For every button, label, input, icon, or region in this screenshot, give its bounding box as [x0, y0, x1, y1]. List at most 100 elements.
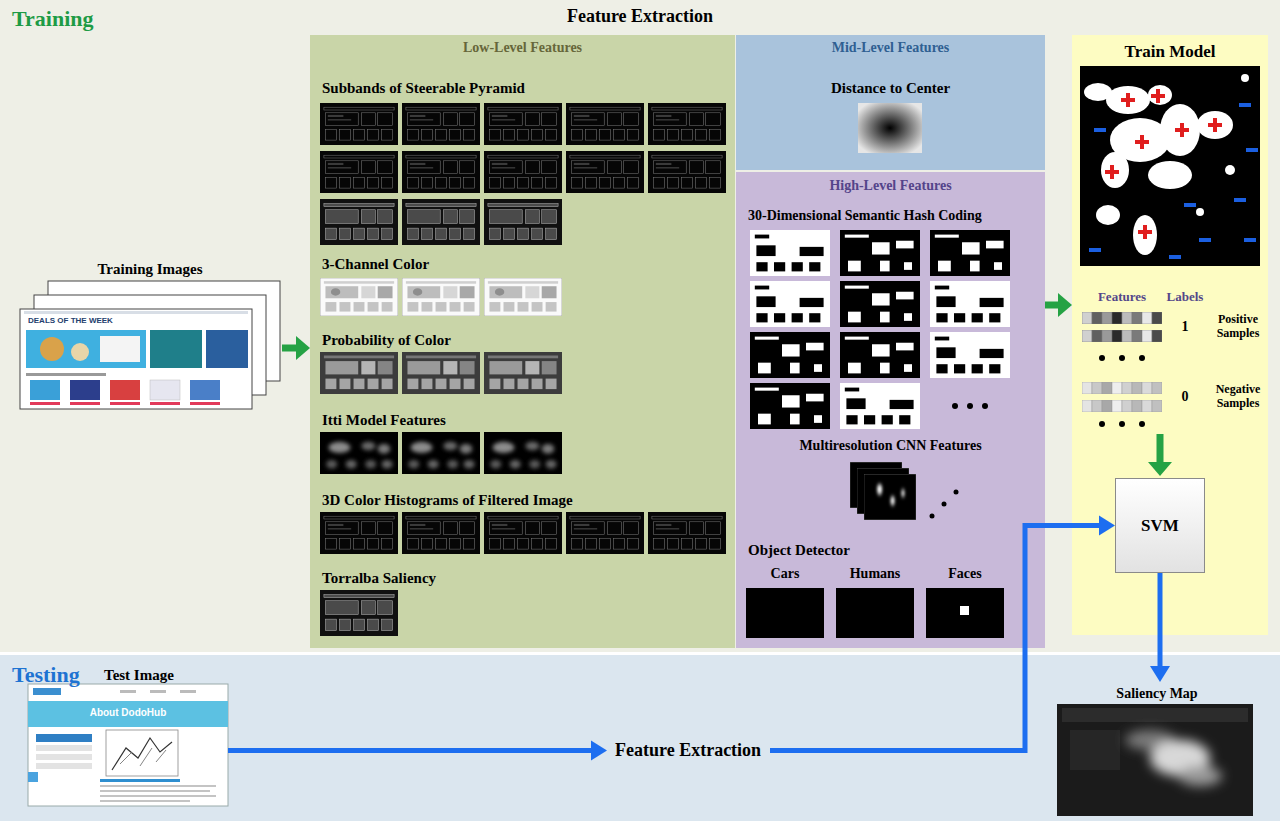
hash-thumbnail — [750, 230, 1010, 429]
fixation-map — [1089, 105, 1258, 257]
test-image — [36, 745, 92, 769]
node-text: Humans — [836, 566, 914, 582]
feature-thumbnail — [484, 199, 562, 245]
hash-thumbnail — [840, 332, 920, 378]
connector-group — [228, 305, 1160, 751]
feature-thumbnail — [566, 103, 644, 145]
feature-thumbnail — [402, 199, 480, 245]
feature-thumbnail — [320, 352, 398, 394]
training-image-stack — [190, 380, 220, 400]
training-image-stack — [30, 402, 220, 405]
fixation-map — [1105, 89, 1222, 239]
feature-thumbnail — [648, 512, 726, 554]
detector-output — [746, 588, 1004, 638]
training-image-stack — [150, 330, 202, 368]
fixation-map — [1080, 66, 1260, 266]
screenshot-text: DEALS OF THE WEEK — [28, 316, 113, 325]
feature-thumbnail — [320, 151, 398, 193]
feature-vector — [1119, 421, 1125, 427]
feature-thumbnail — [320, 590, 398, 636]
node-text: Features — [1078, 290, 1166, 305]
test-image — [100, 795, 216, 797]
detector-output — [926, 588, 1004, 638]
test-image — [36, 734, 92, 742]
saliency-map — [1057, 704, 1253, 816]
training-image-stack — [70, 380, 100, 400]
node-text: Probability of Color — [322, 332, 451, 349]
node-text: 3-Channel Color — [322, 256, 429, 273]
hash-thumbnail — [750, 332, 830, 378]
training-image-stack — [20, 281, 280, 409]
node-text: Faces — [926, 566, 1004, 582]
test-image — [100, 779, 180, 782]
feature-thumbnail — [320, 432, 398, 474]
feature-thumbnail — [320, 278, 398, 316]
node-text: Itti Model Features — [322, 412, 446, 429]
connector-arrow — [282, 345, 296, 352]
node-text: Distance to Center — [736, 80, 1045, 97]
feature-vector — [1099, 355, 1145, 427]
feature-vector — [1082, 330, 1162, 342]
node-heading: Mid-Level Features — [736, 40, 1045, 56]
detector-output — [960, 606, 969, 615]
feature-thumbnail — [402, 352, 480, 394]
feature-thumbnail — [566, 151, 644, 193]
hash-thumbnail — [840, 383, 920, 429]
training-image-stack — [110, 380, 140, 400]
cnn-feature-stack — [850, 462, 959, 520]
test-image — [28, 701, 228, 727]
flow-arrow — [1148, 434, 1172, 476]
hash-thumbnail — [982, 403, 988, 409]
training-image-stack — [206, 330, 248, 368]
saliency-map — [1057, 704, 1253, 816]
test-image — [36, 754, 92, 760]
training-image-stack — [110, 402, 140, 405]
node-text: Positive Samples — [1210, 313, 1266, 341]
training-image-stack — [24, 311, 248, 314]
training-image-stack — [26, 330, 146, 368]
node-heading: Training Images — [18, 261, 282, 278]
feature-vector — [1099, 421, 1105, 427]
feature-thumbnail — [484, 278, 562, 316]
node-text: Cars — [746, 566, 824, 582]
feature-thumbnail — [320, 199, 398, 245]
cnn-feature-stack — [864, 474, 916, 520]
process-box: SVM — [1115, 478, 1205, 573]
feature-thumbnail — [484, 151, 562, 193]
cnn-feature-stack — [954, 490, 959, 495]
feature-thumbnail — [320, 103, 726, 636]
feature-thumbnail — [402, 151, 480, 193]
node-text: Object Detector — [748, 542, 850, 559]
hash-thumbnail — [952, 403, 958, 409]
node-heading: Train Model — [1072, 42, 1268, 62]
test-image — [100, 790, 210, 792]
feature-thumbnail — [402, 278, 480, 316]
training-image-stack — [70, 402, 100, 405]
hash-thumbnail — [750, 383, 830, 429]
feature-vector — [1139, 355, 1145, 361]
test-image — [100, 800, 190, 802]
feature-thumbnail — [484, 432, 562, 474]
feature-vector — [1082, 400, 1162, 412]
training-image-stack — [71, 343, 89, 361]
feature-thumbnail — [566, 512, 644, 554]
fixation-map — [1080, 66, 1260, 266]
feature-thumbnail — [648, 103, 726, 145]
hash-thumbnail — [930, 281, 1010, 327]
node-text: 0 — [1163, 389, 1207, 405]
detector-output — [836, 588, 914, 638]
hash-thumbnail — [930, 230, 1010, 276]
feature-thumbnail — [320, 103, 398, 145]
test-image — [28, 684, 228, 806]
connector-arrow — [1045, 302, 1058, 309]
hash-thumbnail — [750, 281, 830, 327]
training-image-stack — [20, 309, 252, 409]
test-image — [33, 688, 61, 695]
cnn-feature-stack — [930, 490, 959, 519]
connector-arrow — [770, 526, 1099, 751]
node-text: Multiresolution CNN Features — [736, 438, 1045, 454]
process-label: Feature Extraction — [607, 736, 770, 765]
test-image — [28, 772, 38, 782]
feature-thumbnail — [402, 432, 480, 474]
